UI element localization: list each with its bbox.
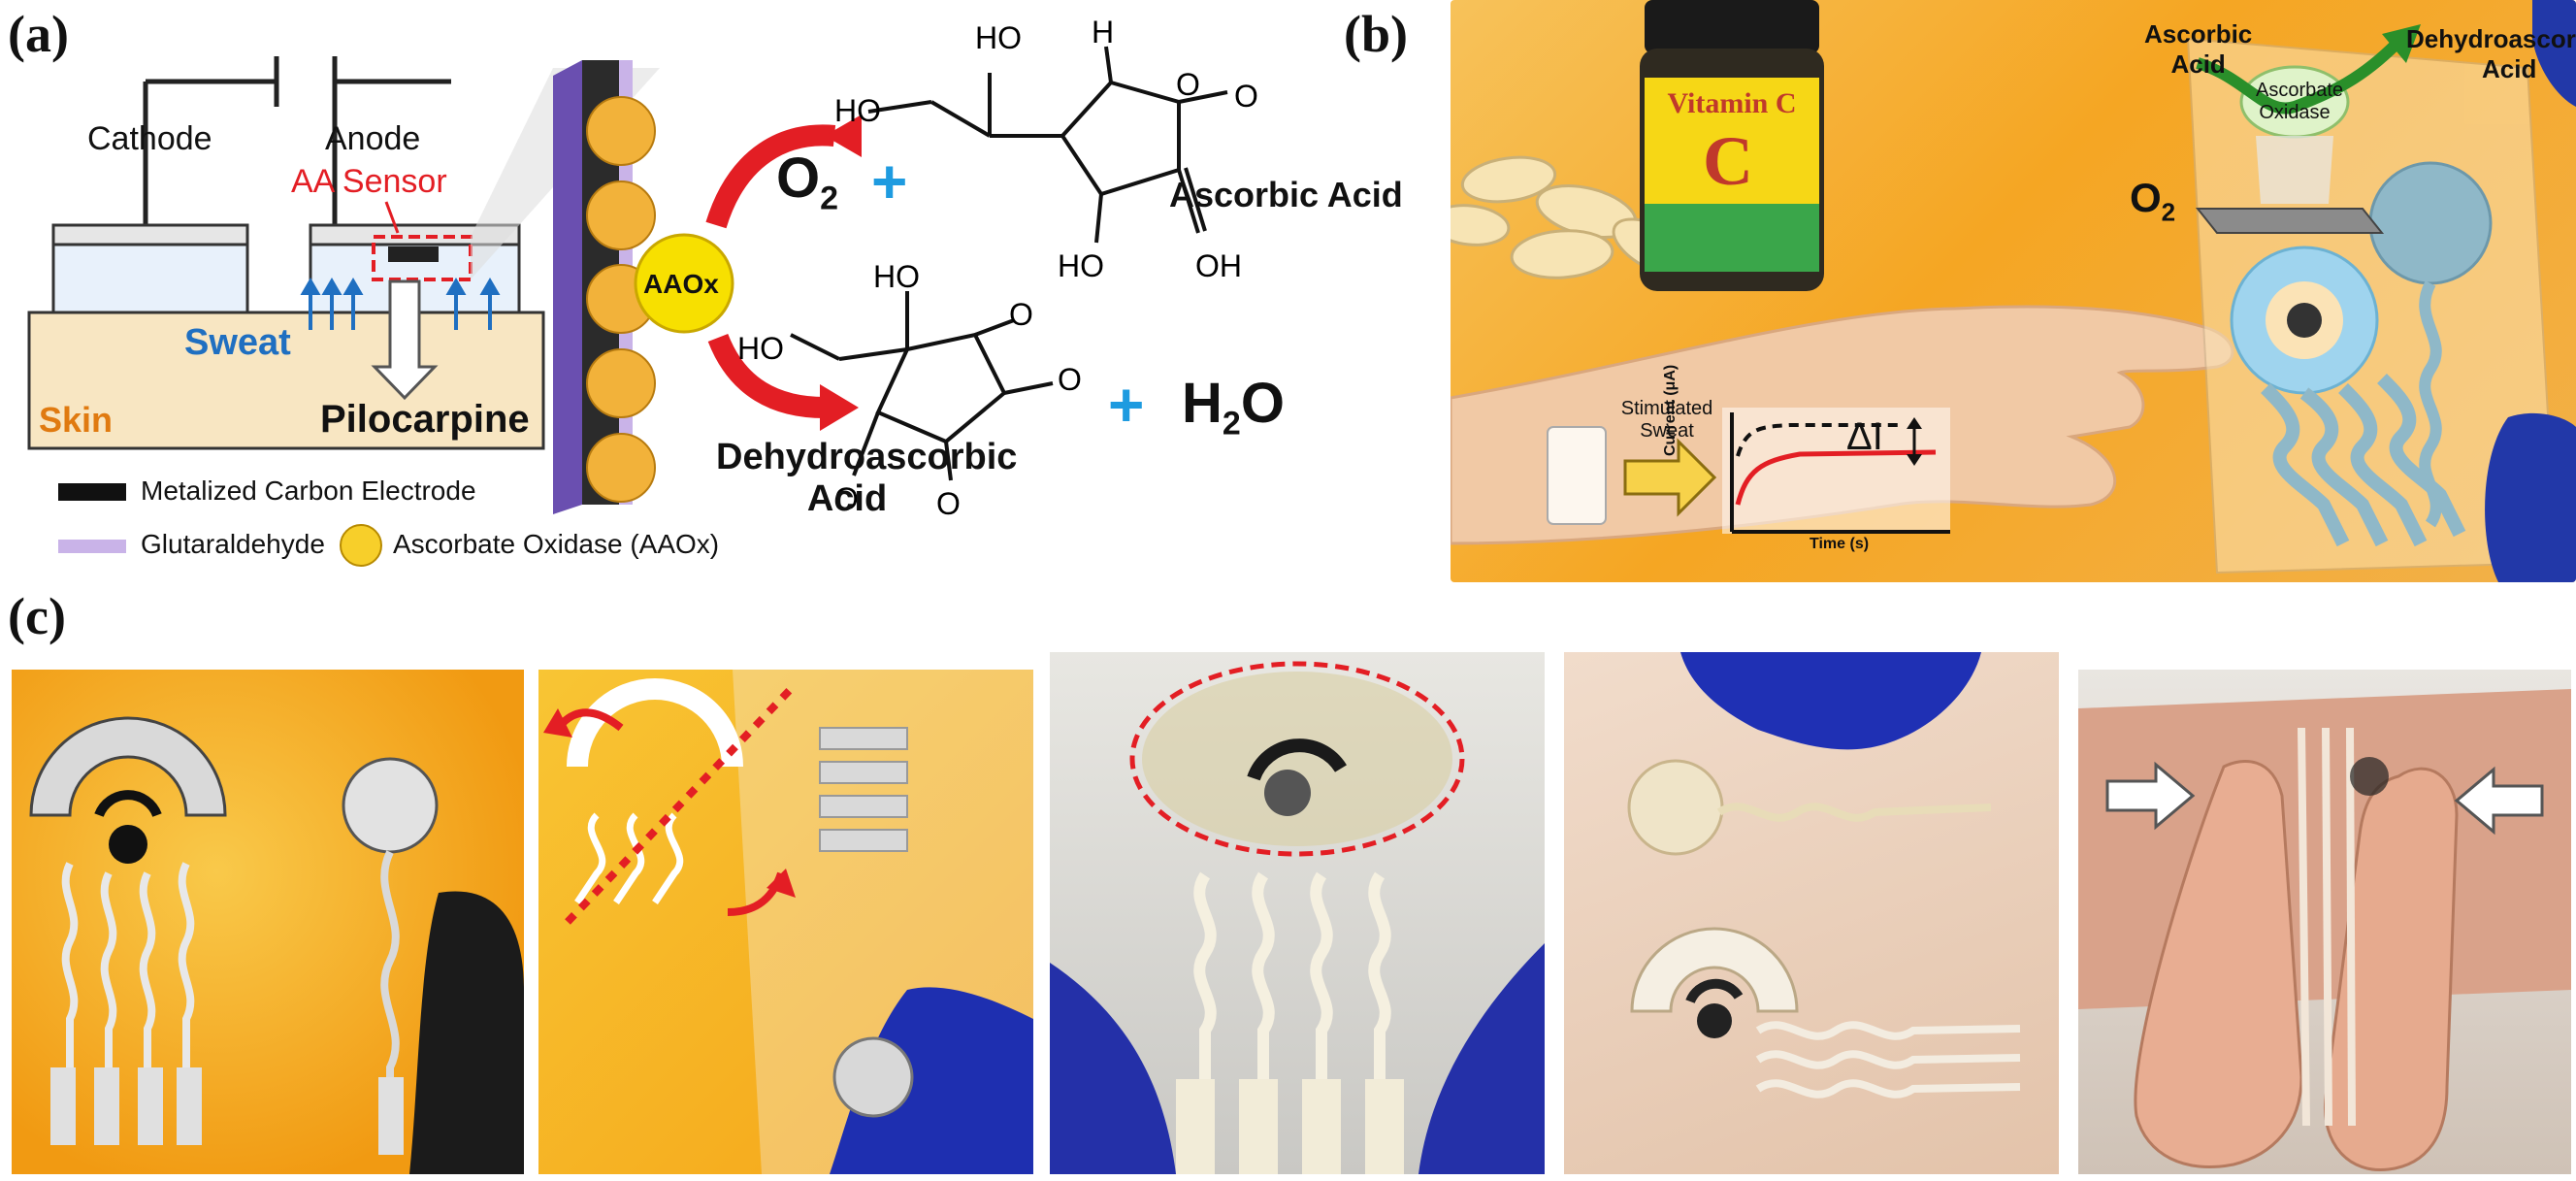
b-stimulated-sweat-label: Stimulated Sweat	[1620, 398, 1713, 442]
cathode-gel	[51, 241, 249, 314]
b-ascorbate-oxidase-label: Ascorbate Oxidase	[2256, 80, 2344, 123]
b-delta-i-label: ΔI	[1846, 415, 1883, 458]
baseline-trace	[1736, 423, 1902, 457]
chem-ho-left: HO	[834, 93, 881, 128]
cathode-cap	[51, 223, 249, 246]
green-reaction-arrow	[2382, 24, 2421, 63]
chem-o-dehydro-bottom-left: O	[834, 481, 859, 516]
chem-ho-bottom: HO	[1058, 248, 1104, 283]
chem-o-dehydro-right: O	[1058, 362, 1082, 397]
stimulated-sweat-arrow	[1623, 438, 1717, 517]
cathode-label: Cathode	[87, 120, 212, 157]
sensor-round-electrode	[2368, 161, 2493, 285]
reaction-arrow-out	[707, 333, 826, 418]
sensor-traces	[2261, 374, 2466, 547]
dehydroascorbic-acid-structure	[790, 291, 1054, 481]
legend-swatch-electrode	[58, 483, 126, 501]
b-current-axis-label: Current (μA)	[1662, 364, 1679, 456]
legend-glutaraldehyde-text: Glutaraldehyde	[141, 529, 325, 559]
photo-3-sensor-closeup	[1050, 652, 1545, 1174]
plus-sign-bottom: +	[1108, 370, 1145, 440]
legend-electrode-text: Metalized Carbon Electrode	[141, 476, 476, 506]
h2o-label: H2O	[1182, 372, 1285, 443]
skin-layer	[27, 311, 545, 450]
photo-5-left-arrow	[2105, 761, 2196, 831]
sweat-arrows	[300, 278, 501, 330]
vitamin-c-letter: C	[1703, 122, 1753, 200]
legend-swatch-aaox	[340, 524, 382, 567]
aaox-enzyme	[634, 233, 734, 334]
aa-sensor-label: AA Sensor	[291, 163, 447, 200]
photo-2-peeling-sensor	[538, 670, 1033, 1174]
aaox-label: AAOx	[643, 269, 719, 299]
chem-o-dehydro-ring: O	[1009, 297, 1033, 332]
chem-ho-dehydro-left: HO	[737, 331, 784, 366]
aa-sensor-element	[388, 246, 439, 262]
blue-glove-top	[2532, 0, 2576, 107]
panel-b-illustration	[1451, 0, 2576, 582]
panel-label-c: (c)	[8, 587, 66, 645]
chem-ho-top: HO	[975, 20, 1022, 55]
photo-5-right-arrow	[2454, 766, 2544, 836]
sensor-trace	[1735, 449, 1937, 506]
reaction-arrow-in	[705, 124, 836, 229]
o2-label: O2	[776, 147, 839, 217]
electrode-leads	[143, 56, 451, 225]
chem-oh-bottom: OH	[1195, 248, 1242, 283]
chem-o-carbonyl: O	[1234, 79, 1258, 114]
panel-label-b: (b)	[1344, 5, 1408, 63]
b-ascorbic-acid-label: Ascorbic Acid	[2144, 19, 2253, 79]
chem-ho-dehydro-top: HO	[873, 259, 920, 294]
plus-sign-top: +	[871, 147, 908, 216]
photo-4-sensor-on-skin	[1564, 652, 2059, 1174]
panel-a: HO H O O HO HO OH HO HO O O O O Cathode …	[0, 0, 1436, 582]
ascorbic-acid-label: Ascorbic Acid	[1169, 175, 1403, 214]
legend-aaox-text: Ascorbate Oxidase (AAOx)	[393, 529, 720, 559]
arm-patch	[1547, 426, 1607, 525]
dehydroascorbic-acid-label: Dehydroascorbic Acid	[716, 437, 1018, 519]
b-dehydroascorbic-acid-label: Dehydroascorbic Acid	[2406, 24, 2576, 83]
pilocarpine-label: Pilocarpine	[320, 398, 530, 441]
oxidase-strip	[2195, 208, 2385, 234]
b-o2-label: O2	[2130, 175, 2176, 227]
chem-h-top: H	[1092, 15, 1114, 49]
legend-swatch-glutaraldehyde	[58, 540, 126, 553]
pilocarpine-arrow	[371, 279, 439, 401]
chem-o-dehydro-bottom: O	[936, 486, 961, 521]
panel-label-a: (a)	[8, 5, 69, 63]
photo-5-sensor-pinched	[2078, 670, 2571, 1174]
panel-b: Vitamin C C Ascorbic Acid Dehydroascorbi…	[1451, 0, 2576, 582]
anode-label: Anode	[325, 120, 421, 157]
panel-a-diagram: HO H O O HO HO OH HO HO O O O O	[27, 15, 1258, 521]
chem-o-ring: O	[1176, 67, 1200, 102]
electrode-slab	[553, 60, 582, 514]
b-time-axis-label: Time (s)	[1810, 536, 1870, 552]
ascorbic-acid-structure	[867, 46, 1228, 244]
vitamin-bottle-cap	[1645, 0, 1819, 53]
sweat-label: Sweat	[184, 322, 291, 363]
vitamin-c-bottle-label: Vitamin C	[1667, 87, 1797, 119]
blue-glove-bottom	[2485, 412, 2576, 582]
photo-1-sensor-on-yellow	[12, 670, 524, 1174]
skin-label: Skin	[39, 400, 114, 440]
